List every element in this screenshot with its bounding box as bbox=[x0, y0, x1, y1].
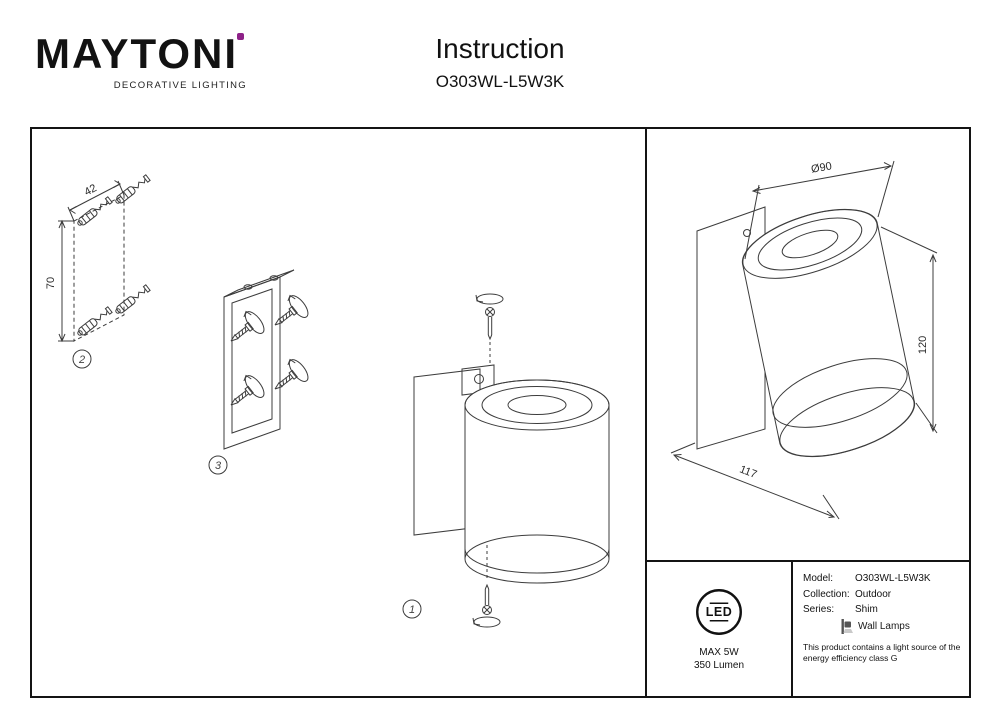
specs-cell: Model: O303WL-L5W3K Collection: Outdoor … bbox=[793, 562, 969, 696]
dimension-diagram: Ø90 120 117 bbox=[670, 160, 938, 520]
dim-template-width: 42 bbox=[82, 182, 98, 198]
max-power: MAX 5W bbox=[699, 646, 739, 658]
logo-wordmark: MAYTONI bbox=[35, 30, 247, 77]
installation-diagram: 42 70 2 3 bbox=[45, 173, 610, 628]
led-logo-icon: LED bbox=[696, 588, 742, 635]
series-label: Series: bbox=[803, 604, 835, 615]
document-title: Instruction bbox=[435, 33, 565, 64]
diagram-frame: 42 70 2 3 bbox=[30, 127, 971, 698]
logo-text: MAYTONI bbox=[35, 30, 239, 77]
model-value: O303WL-L5W3K bbox=[855, 573, 931, 584]
panel-divider bbox=[645, 129, 647, 696]
model-label: Model: bbox=[803, 573, 834, 584]
model-number: O303WL-L5W3K bbox=[435, 72, 565, 91]
category-value: Wall Lamps bbox=[858, 620, 910, 632]
spec-row-model: Model: O303WL-L5W3K bbox=[803, 571, 961, 587]
step-1-label: 1 bbox=[409, 604, 415, 616]
collection-label: Collection: bbox=[803, 588, 850, 600]
spec-row-collection: Collection: Outdoor bbox=[803, 587, 961, 603]
dim-template-height: 70 bbox=[45, 277, 57, 289]
product-info-box: LED MAX 5W 350 Lumen Model: O303WL-L5W3K… bbox=[647, 560, 969, 696]
led-label: LED bbox=[706, 605, 732, 619]
logo-i-dot bbox=[237, 33, 244, 40]
series-value: Shim bbox=[855, 604, 878, 615]
led-cell: LED MAX 5W 350 Lumen bbox=[647, 562, 793, 696]
energy-efficiency-note: This product contains a light source of … bbox=[803, 641, 961, 663]
dim-depth-label: 117 bbox=[738, 463, 759, 480]
collection-value: Outdoor bbox=[855, 588, 892, 600]
wall-lamp-icon bbox=[841, 618, 853, 634]
title-block: Instruction O303WL-L5W3K bbox=[0, 33, 1000, 92]
step-2-label: 2 bbox=[78, 354, 85, 366]
logo-tagline: DECORATIVE LIGHTING bbox=[113, 80, 247, 92]
spec-row-category: Wall Lamps bbox=[803, 618, 961, 634]
dim-height-label: 120 bbox=[917, 336, 929, 354]
spec-row-series: Series: Shim bbox=[803, 602, 961, 618]
lumen-output: 350 Lumen bbox=[693, 659, 745, 671]
maytoni-logo: MAYTONI DECORATIVE LIGHTING bbox=[35, 30, 247, 92]
dim-diameter-label: Ø90 bbox=[810, 160, 833, 175]
step-3-label: 3 bbox=[215, 460, 222, 472]
